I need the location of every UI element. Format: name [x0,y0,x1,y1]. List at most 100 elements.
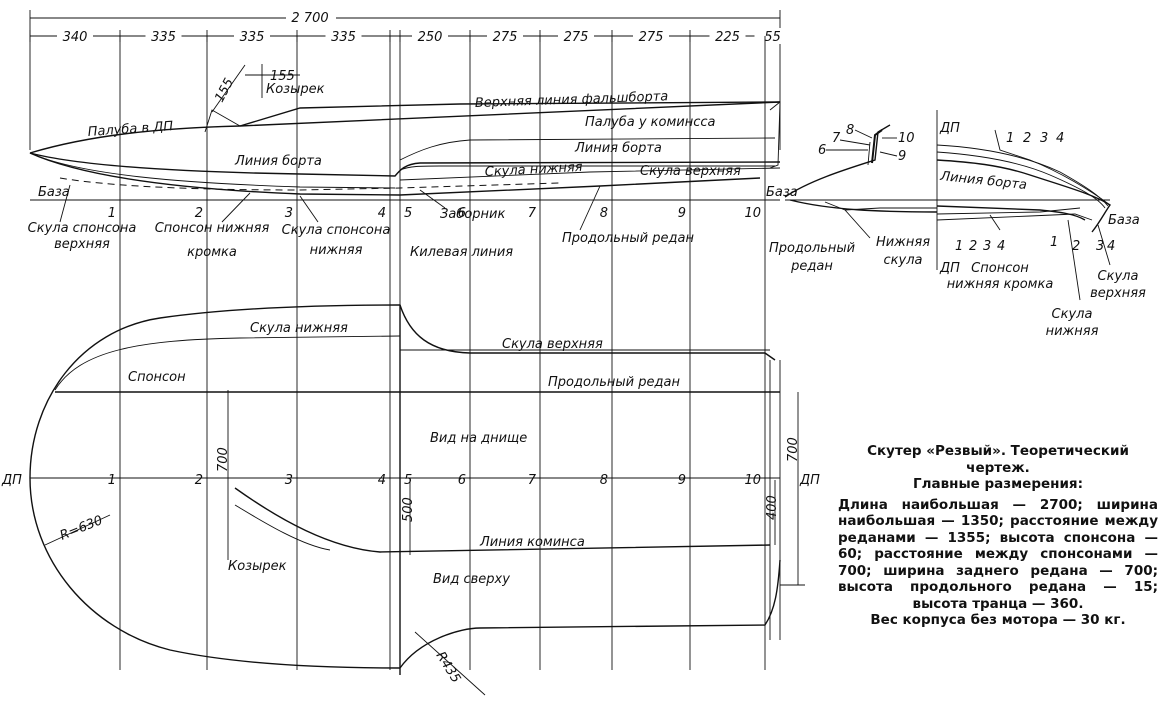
base-label: База [38,185,70,200]
sponson-lower-chine-label-1: Скула спонсона [282,223,391,238]
segment-dim-7: 275 [639,30,664,45]
station-label-side-1: 1 [108,206,116,221]
section-lower-chine-1: Нижняя [876,235,930,250]
section-step-label-2: редан [790,259,833,274]
station-label-side-10: 10 [744,206,761,221]
coaming-line-label: Линия коминса [479,535,585,550]
station-label-plan-3: 3 [285,473,293,488]
section-lower-chine-2: скула [884,253,923,268]
station-label-side-8: 8 [600,206,608,221]
segment-dim-0: 340 [63,30,88,45]
segment-dim-6: 275 [564,30,589,45]
radius-630: R=630 [58,513,105,544]
section-num-r4: 4 [1056,131,1064,146]
segment-dim-2: 335 [240,30,265,45]
sponson-upper-chine-label-1: Скула спонсона [28,221,137,236]
section-num-b2: 2 [969,239,977,254]
station-label-plan-5: 5 [404,473,412,488]
side-line-label-2: Линия борта [574,141,662,156]
upper-chine-label: Скула верхняя [640,164,741,179]
segment-dim-5: 275 [493,30,518,45]
plan-upper-chine-label: Скула верхняя [502,337,603,352]
dim-label-bg [633,28,669,44]
section-base-label: База [766,185,798,200]
station-label-plan-7: 7 [528,473,537,488]
segment-dim-9: 55 [764,30,781,45]
section-num-r2: 2 [1023,131,1031,146]
section-num-c1: 1 [1050,235,1058,250]
dim-label-bg [487,28,523,44]
dim-label-bg [412,28,448,44]
section-num-b1: 1 [955,239,963,254]
plan-sponson-label: Спонсон [128,370,186,385]
dim-label-bg [325,28,362,44]
kozyrek-dim: 155 [270,69,295,84]
side-line-label: Линия борта [234,154,322,169]
section-num-10: 10 [898,131,915,146]
station-label-plan-6: 6 [458,473,466,488]
plan-kozyrek-label: Козырек [228,559,287,574]
sponson-edge-label-1: Спонсон нижняя [155,221,270,236]
intake-label: Заборник [440,207,505,222]
sponson-edge-label-2: кромка [187,245,237,260]
section-lower-chine-r2: нижняя [1046,324,1099,339]
caption-weight: Вес корпуса без мотора — 30 кг. [870,612,1126,628]
section-step-label-1: Продольный [769,241,855,256]
station-label-side-5: 5 [404,206,412,221]
plan-step-label: Продольный редан [548,375,680,390]
paluba-dp-label: Палуба в ДП [87,119,174,140]
section-num-c4: 4 [1107,239,1115,254]
lower-chine-label: Скула нижняя [484,160,583,180]
drawing-caption: Скутер «Резвый». Теоретический чертеж. Г… [838,443,1158,629]
section-num-r1: 1 [1006,131,1014,146]
section-side-line-label: Линия борта [939,169,1028,193]
segment-dim-3: 335 [331,30,356,45]
kozyrek-label: Козырек [266,82,325,97]
station-label-side-9: 9 [678,206,686,221]
section-upper-chine-2: верхняя [1090,286,1146,301]
section-num-8: 8 [846,123,854,138]
section-sponson-2: нижняя кромка [947,277,1054,292]
section-num-r3: 3 [1040,131,1048,146]
plan-view: Скула нижняя Скула верхняя Спонсон Продо… [1,304,820,696]
dim-700-right: 700 [786,437,801,462]
section-num-b4: 4 [997,239,1005,254]
radius-435: R435 [433,649,464,686]
station-label-side-4: 4 [378,206,386,221]
plan-dp-right: ДП [799,473,820,488]
station-label-side-2: 2 [195,206,203,221]
top-view-label: Вид сверху [433,572,510,587]
station-label-side-6: 6 [458,206,466,221]
caption-title-2: чертеж. [966,459,1030,476]
section-num-c3: 3 [1096,239,1104,254]
sponson-lower-chine-label-2: нижняя [310,243,363,258]
station-label-side-3: 3 [285,206,293,221]
dim-label-bg [234,28,270,44]
section-num-6: 6 [818,143,826,158]
station-label-plan-10: 10 [744,473,761,488]
section-dp-label: ДП [939,121,960,136]
station-label-plan-1: 1 [108,473,116,488]
caption-title-1: Скутер «Резвый». Теоретический [867,443,1129,459]
caption-subtitle: Главные размерения: [912,476,1083,492]
station-label-plan-9: 9 [678,473,686,488]
section-sponson-1: Спонсон [971,261,1029,276]
section-num-c2: 2 [1072,239,1080,254]
bottom-view-label: Вид на днище [430,431,527,446]
dim-500: 500 [401,497,416,522]
plan-lower-chine-label: Скула нижняя [250,321,348,336]
dim-label-bg [558,28,594,44]
section-upper-chine-1: Скула [1098,269,1139,284]
section-dp-bottom: ДП [939,261,960,276]
segment-dim-8: 225 [715,30,740,45]
kozyrek-angle-dim: 155 [212,76,237,105]
section-num-9: 9 [898,149,906,164]
side-view: 155 155 Козырек Палуба в ДП Верхняя лини… [28,64,781,260]
station-label-plan-2: 2 [195,473,203,488]
segment-dim-1: 335 [151,30,176,45]
dim-label-bg [57,28,93,44]
overall-length-label: 2 700 [291,11,328,26]
plan-dp-left: ДП [1,473,22,488]
